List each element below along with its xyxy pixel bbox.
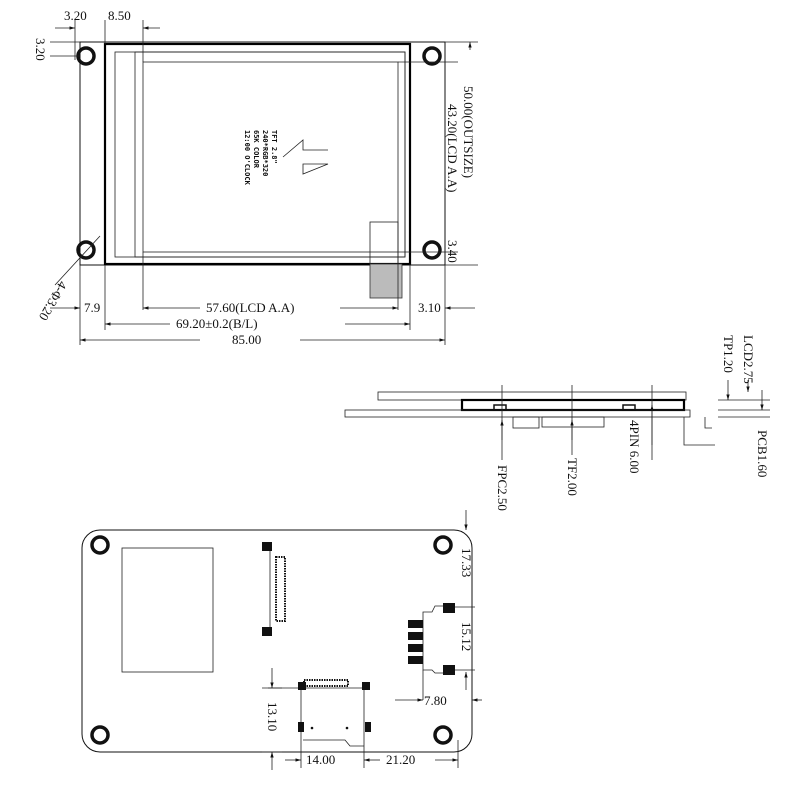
fpc-hatched <box>369 263 403 299</box>
dim-lcd-aa-height: 43.20(LCD A.A) <box>445 104 460 192</box>
side-connector <box>408 603 455 675</box>
dim-pcb: PCB1.60 <box>755 430 770 477</box>
dim-left-margin: 7.9 <box>84 300 100 315</box>
hole-icon <box>422 240 442 260</box>
top-view: TFT 2.8" 240*RGB*320 65K COLOR 12:00 O'C… <box>33 8 478 347</box>
dim-connector-width: 7.80 <box>424 693 447 708</box>
hole-icon <box>90 535 110 555</box>
dim-sd-width: 14.00 <box>306 752 335 767</box>
dim-frame-offset: 8.50 <box>108 8 131 23</box>
dim-top-to-connector: 17.33 <box>459 548 474 577</box>
dim-sd-height: 13.10 <box>265 702 280 731</box>
dim-connector-height: 15.12 <box>459 622 474 651</box>
dim-holes: 4-Φ3.20 <box>36 279 71 324</box>
hole-icon <box>433 535 453 555</box>
svg-text:12:00 O'CLOCK: 12:00 O'CLOCK <box>243 130 251 186</box>
dim-backlight: 69.20±0.2(B/L) <box>176 316 258 331</box>
hole-icon <box>433 725 453 745</box>
fpc-tab <box>369 221 399 265</box>
hole-icon <box>76 240 96 260</box>
hole-icon <box>422 46 442 66</box>
chip-area <box>121 547 214 673</box>
dim-hole-y: 3.20 <box>33 38 48 61</box>
dim-fpc: FPC2.50 <box>495 465 510 511</box>
dim-lcd: LCD2.75 <box>741 335 756 384</box>
dim-hole-x: 3.20 <box>64 8 87 23</box>
touch-panel <box>377 391 687 401</box>
dim-outsize: 50.00(OUTSIZE) <box>461 86 476 178</box>
hole-icon <box>90 725 110 745</box>
dim-tf: TF2.00 <box>565 458 580 496</box>
sd-card-slot <box>268 679 371 748</box>
dim-bottom-margin: 3.40 <box>445 240 460 263</box>
dim-tp: TP1.20 <box>721 335 736 373</box>
orientation-arrow-icon <box>282 139 329 175</box>
lcd-active-area <box>142 61 399 253</box>
dim-4pin: 4PIN 6.00 <box>627 420 642 473</box>
svg-text:240*RGB*320: 240*RGB*320 <box>261 130 269 176</box>
fpc-connector <box>262 542 286 636</box>
svg-text:65K COLOR: 65K COLOR <box>252 130 260 169</box>
bottom-view: 17.33 15.12 7.80 13.10 14.00 21.20 <box>81 510 482 770</box>
dim-sd-right: 21.20 <box>386 752 415 767</box>
dim-right-margin: 3.10 <box>418 300 441 315</box>
svg-text:TFT 2.8": TFT 2.8" <box>270 130 278 164</box>
side-view: FPC2.50 TF2.00 4PIN 6.00 TP1.20 LCD2.75 … <box>344 335 770 511</box>
lcd-frame <box>103 42 412 266</box>
dim-total-width: 85.00 <box>232 332 261 347</box>
lcd-label: TFT 2.8" 240*RGB*320 65K COLOR 12:00 O'C… <box>243 130 278 186</box>
dim-lcd-aa-width: 57.60(LCD A.A) <box>206 300 294 315</box>
